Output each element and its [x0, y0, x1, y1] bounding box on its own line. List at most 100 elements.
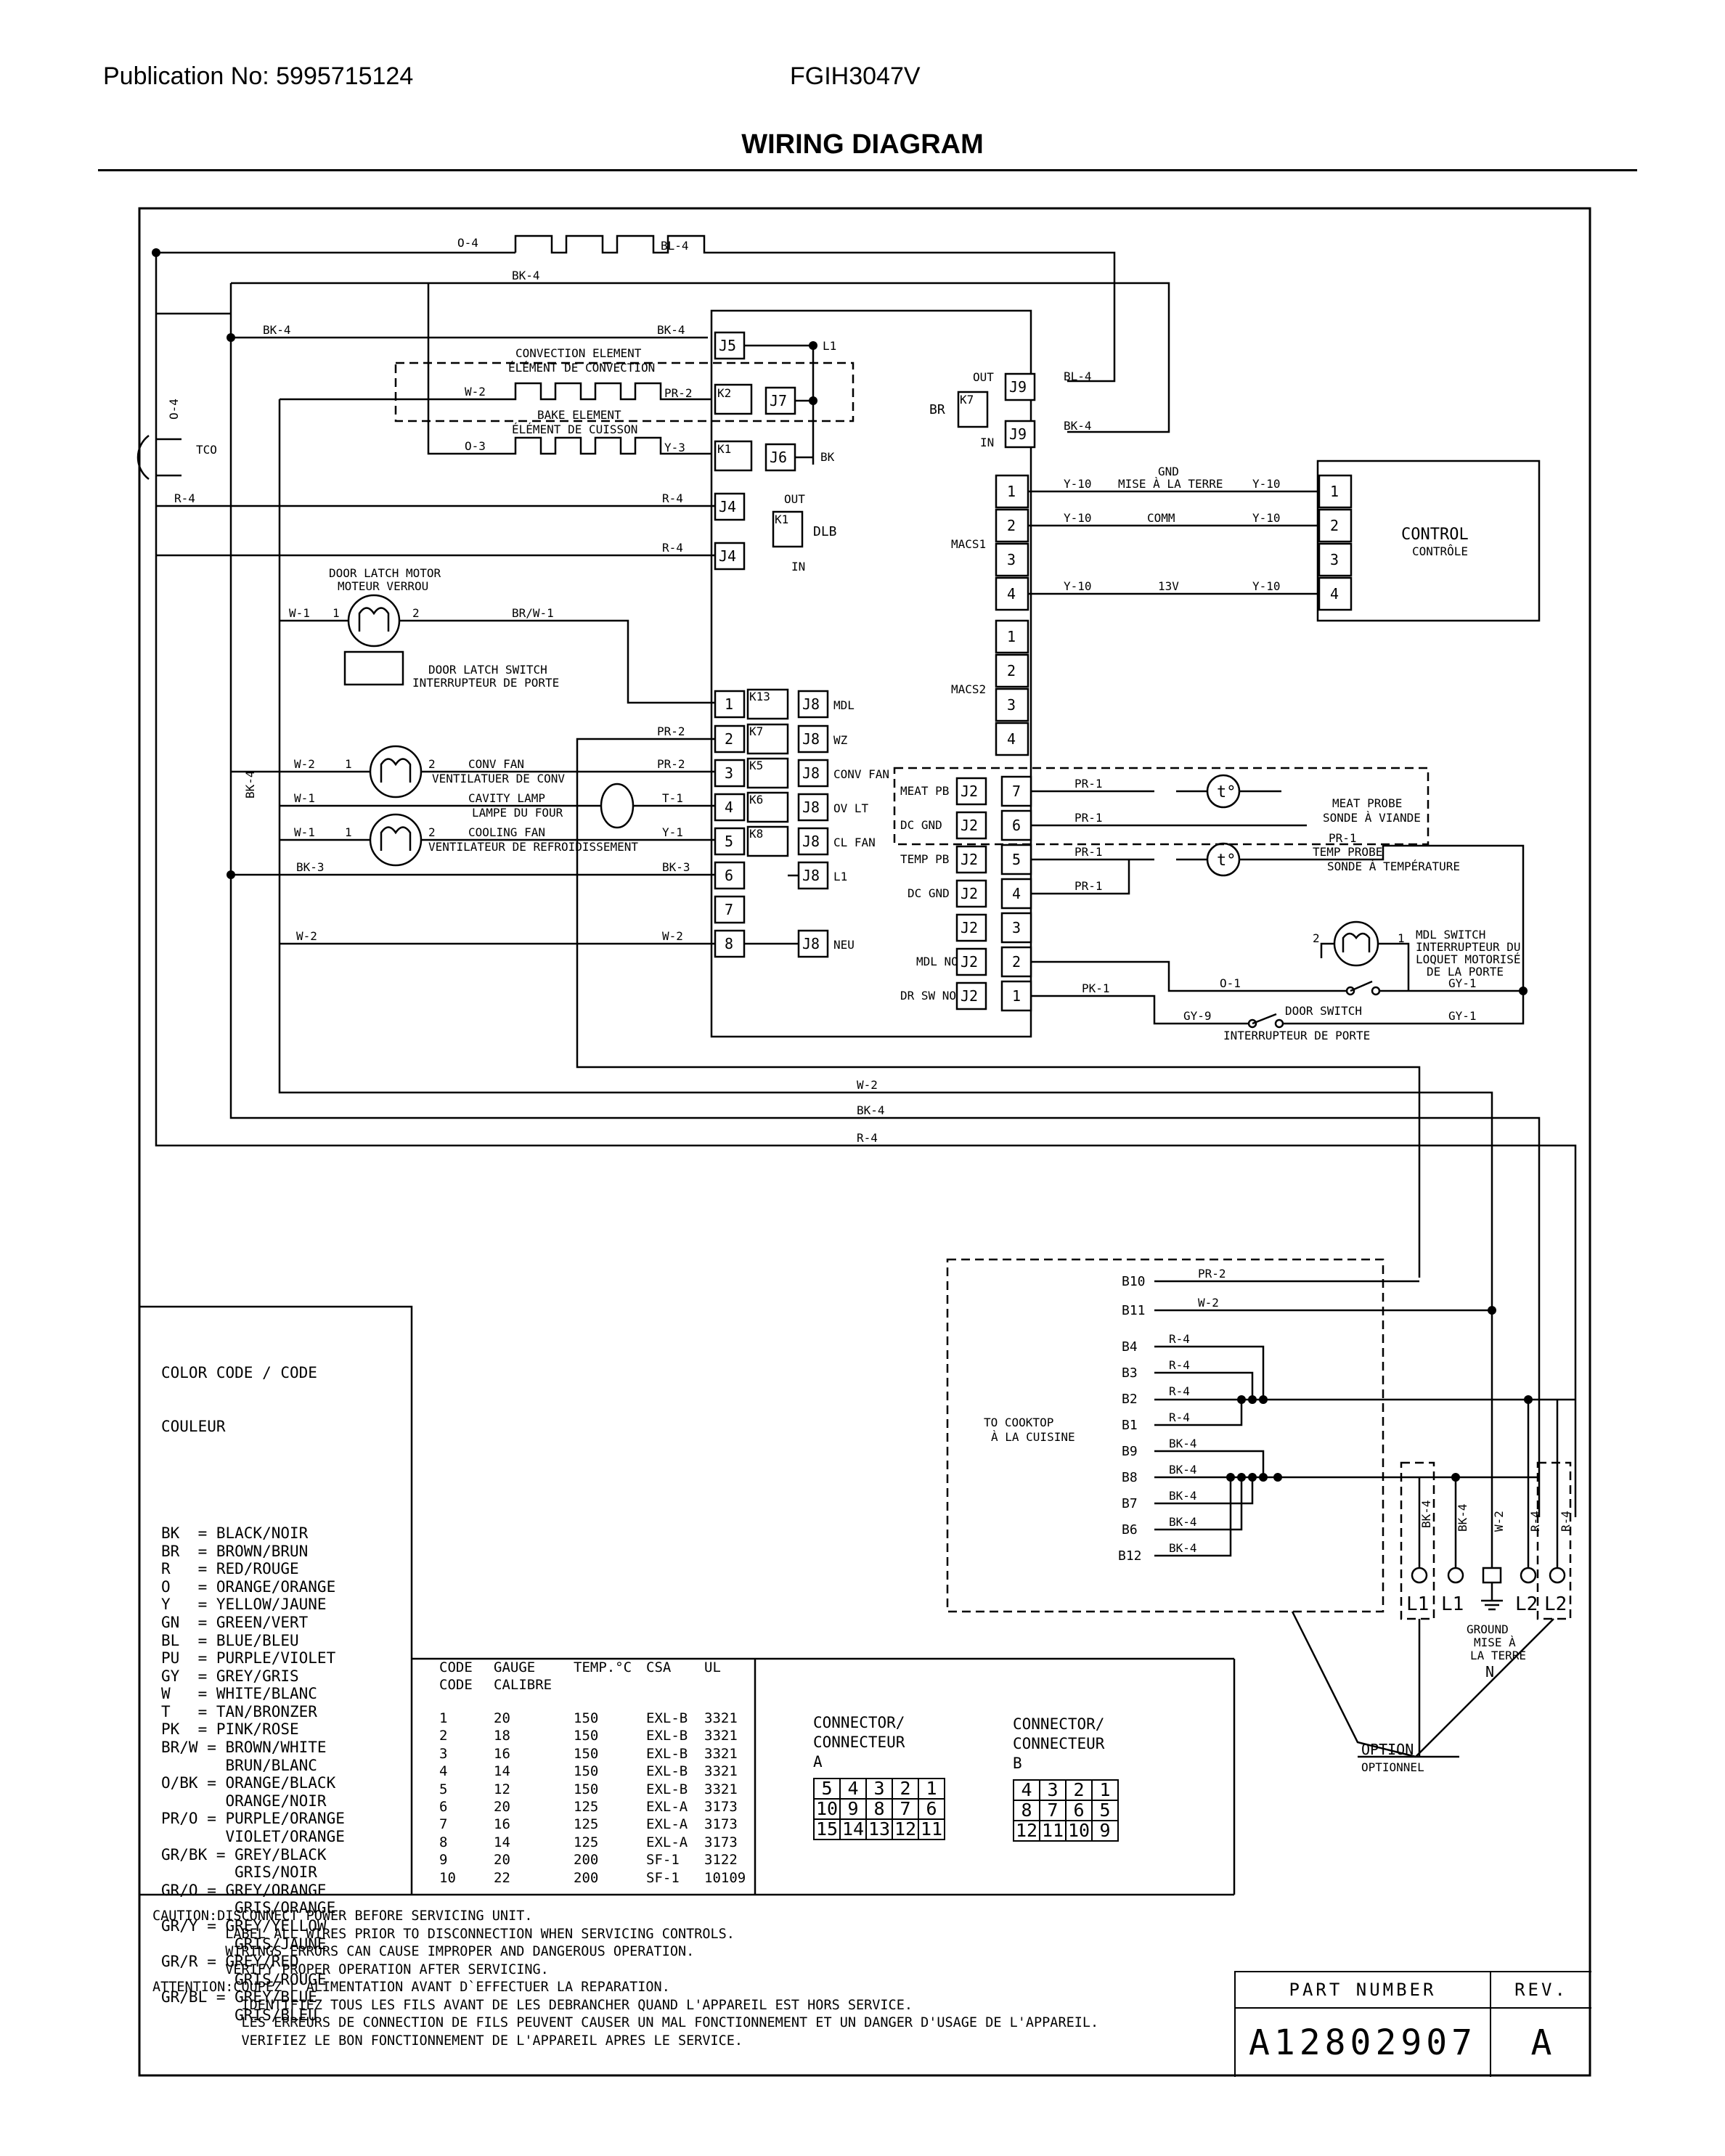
label-bk4-l1b: BK-4: [1456, 1503, 1469, 1532]
comm-label: COMM: [1147, 511, 1175, 525]
relay-j9-in-label: J9: [1009, 425, 1027, 443]
gauge-cell: 3321: [704, 1710, 738, 1726]
gauge-cell: 3321: [704, 1745, 738, 1762]
gauge-cell: EXL-A: [646, 1816, 688, 1833]
gauge-cell: 20: [494, 1710, 510, 1726]
label-gy9: GY-9: [1183, 1009, 1212, 1023]
relay-k8-label: K8: [749, 827, 763, 841]
ov-lt-label: OV LT: [833, 801, 869, 815]
door-latch-motor: [347, 594, 401, 648]
color-code-box: [139, 1305, 413, 1895]
relay-j4-a-label: J4: [719, 498, 736, 515]
gauge-cell: EXL-B: [646, 1781, 688, 1797]
relay-j8-label: J8: [802, 764, 820, 782]
color-code-line: GRIS/ORANGE: [161, 1899, 336, 1917]
option-box-l1: [1400, 1461, 1435, 1620]
header-rule: [98, 169, 1637, 171]
to-cooktop-label-fr: À LA CUISINE: [991, 1430, 1075, 1444]
label-pr2-b10: PR-2: [1198, 1267, 1226, 1281]
diagram-frame: [138, 207, 1591, 2077]
gauge-header-cell: [574, 1676, 646, 1694]
color-code-line: BK = BLACK/NOIR: [161, 1524, 309, 1542]
meat-probe-label: MEAT PROBE: [1332, 796, 1402, 810]
gauge-header-cell: [646, 1676, 704, 1694]
label-bk3-right: BK-3: [662, 860, 690, 874]
connector-pin: 4: [1013, 1779, 1040, 1801]
part-number-label: PART NUMBER: [1236, 1972, 1491, 2009]
terminal-ground: [1482, 1567, 1502, 1584]
gauge-cell: 18: [494, 1728, 510, 1744]
gauge-cell: 14: [494, 1834, 510, 1850]
terminal-b7: B7: [1122, 1496, 1138, 1511]
color-code-line: BR/W = BROWN/WHITE: [161, 1739, 327, 1757]
relay-j6-label: J6: [770, 449, 787, 466]
svg-text:2: 2: [725, 730, 733, 748]
svg-text:4: 4: [725, 799, 733, 816]
relay-k7-br: [957, 391, 989, 428]
terminal-ring: [1520, 1567, 1537, 1584]
junction-dot: [1226, 1473, 1235, 1482]
cl-fan-label: CL FAN: [833, 836, 876, 849]
color-code-line: GR/BK = GREY/BLACK: [161, 1845, 327, 1863]
connector-pin: 2: [892, 1778, 919, 1800]
terminal-b3: B3: [1122, 1365, 1138, 1381]
relay-k1-dlb: [772, 510, 804, 548]
gauge-cell: 1: [439, 1710, 448, 1726]
macs2-connector: 1 2 3 4: [995, 619, 1029, 756]
option-leader: [1415, 1618, 1554, 1757]
wire-w2-long: [278, 1085, 1493, 1310]
caution-line: CAUTION:DISCONNECT POWER BEFORE SERVICIN…: [152, 1908, 533, 1924]
svg-text:3: 3: [1012, 919, 1021, 936]
switch-contact: [1274, 1018, 1284, 1029]
relay-j8-neu: [797, 929, 829, 958]
macs1-label: MACS1: [951, 537, 986, 551]
gauge-cell: EXL-A: [646, 1799, 688, 1816]
color-code-line: GR/BL = GREY/BLUE: [161, 1988, 317, 2006]
gauge-cell: 22: [494, 1869, 510, 1886]
door-latch-switch-label-fr: INTERRUPTEUR DE PORTE: [412, 676, 559, 690]
connector-pin: 6: [918, 1798, 945, 1820]
pin2-coolfan: 2: [428, 825, 436, 839]
gauge-header-cell: CODE: [439, 1677, 473, 1693]
terminal-ring: [1411, 1567, 1428, 1584]
wire-r4-long: [155, 1138, 1577, 1517]
svg-text:2: 2: [1007, 517, 1016, 534]
pin1-coolfan: 1: [345, 825, 352, 839]
mdl-lead: [1378, 942, 1410, 991]
page-title: WIRING DIAGRAM: [741, 129, 984, 160]
relay-j4-b: [714, 542, 746, 571]
conv-fan-relay-label: CONV FAN: [833, 767, 889, 781]
connector-a-title: CONNECTOR/: [813, 1714, 905, 1731]
svg-text:J2: J2: [961, 919, 978, 936]
junction-dot: [1248, 1473, 1257, 1482]
door-latch-switch: [343, 650, 404, 686]
connector-pin: 6: [1065, 1800, 1093, 1821]
part-number: A12802907: [1236, 2009, 1491, 2077]
supply-l1-a: L1: [1406, 1593, 1429, 1615]
label-bk4: BK-4: [512, 269, 540, 282]
relay-k13-box: [746, 688, 789, 720]
connector-pin: 11: [918, 1818, 945, 1840]
mdl-switch-label-fr2: LOQUET MOTORISÉ: [1416, 952, 1521, 966]
relay-k2-label: K2: [717, 386, 731, 400]
gauge-cell: 5: [439, 1781, 448, 1797]
connector-pin: 10: [1065, 1820, 1093, 1842]
color-code-line: PU = PURPLE/VIOLET: [161, 1649, 336, 1667]
relay-k7-box: [746, 723, 789, 755]
gauge-cell: EXL-A: [646, 1834, 688, 1850]
connector-pin: 2: [1065, 1779, 1093, 1801]
label-r4-j4-right: R-4: [662, 491, 683, 505]
connector-pin: 12: [892, 1818, 919, 1840]
connector-pin: 9: [1091, 1820, 1119, 1842]
relay-k13-label: K13: [749, 690, 770, 703]
connector-pin: 8: [1013, 1800, 1040, 1821]
neu-label: NEU: [833, 938, 855, 952]
svg-text:1: 1: [725, 695, 733, 713]
door-switch-label-fr: INTERRUPTEUR DE PORTE: [1223, 1029, 1370, 1042]
control-board: [710, 309, 1032, 1038]
mdl-switch-motor: [1333, 920, 1379, 967]
color-code-line: O/BK = ORANGE/BLACK: [161, 1774, 336, 1792]
connector-pin: 5: [1091, 1800, 1119, 1821]
label-r4-j4-b: R-4: [662, 541, 683, 555]
